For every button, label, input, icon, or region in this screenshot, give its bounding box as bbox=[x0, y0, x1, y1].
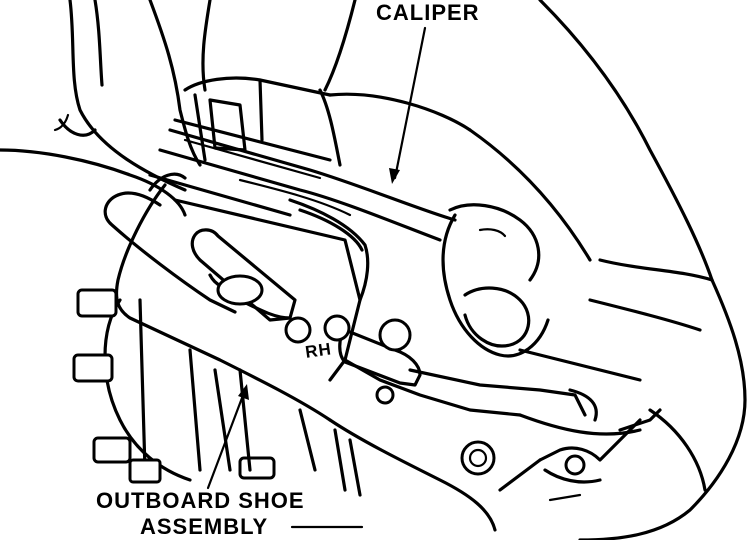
rivet-holes bbox=[216, 274, 586, 476]
outboard-shoe-label-line1: OUTBOARD SHOE bbox=[96, 488, 305, 513]
outboard-leader-line bbox=[206, 388, 247, 490]
caliper-body bbox=[148, 88, 457, 242]
spring-wire bbox=[103, 172, 370, 314]
rotor-hub bbox=[103, 76, 332, 482]
lower-bracket bbox=[498, 408, 662, 502]
wheel-studs bbox=[72, 288, 276, 484]
caliper-label: CALIPER bbox=[376, 0, 480, 25]
leader-lines bbox=[206, 26, 427, 529]
rh-marking: RH bbox=[304, 339, 333, 362]
outboard-shoe-label-line2: ASSEMBLY bbox=[140, 514, 269, 539]
right-hand bbox=[323, 0, 747, 540]
outboard-shoe-plate bbox=[114, 183, 642, 532]
caliper-leader-line bbox=[393, 26, 427, 180]
